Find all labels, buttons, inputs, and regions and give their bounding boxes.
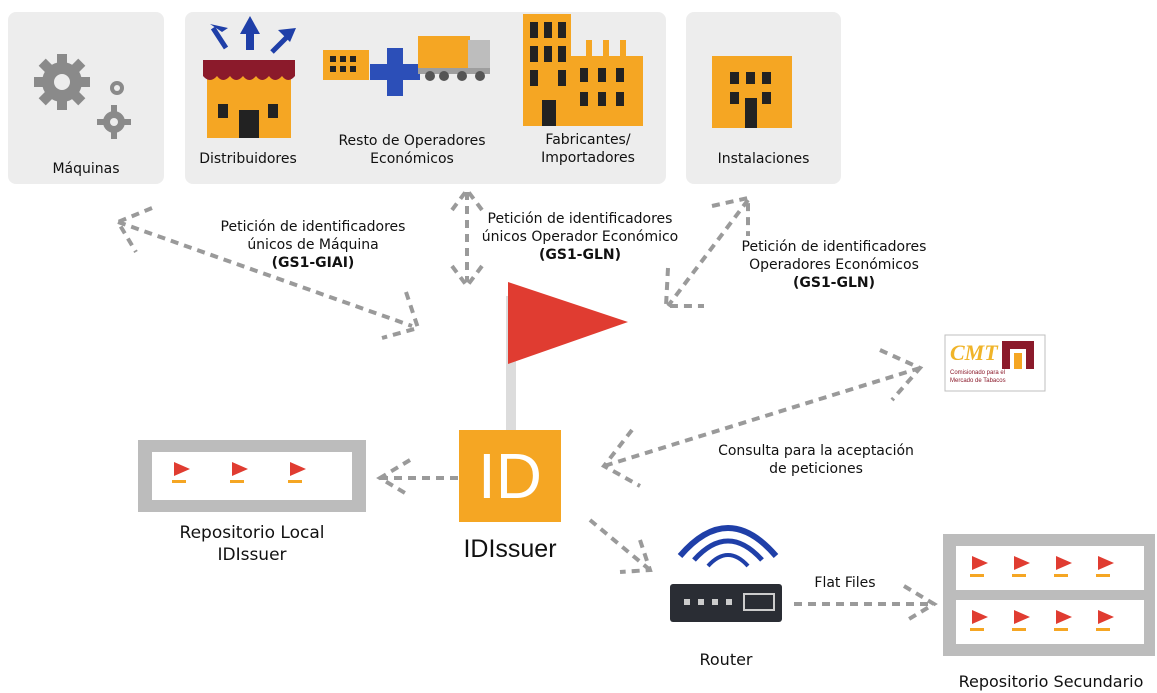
panel-maquinas (8, 12, 164, 184)
annotation-consulta-line2: de peticiones (769, 461, 863, 477)
label-fabricantes: Fabricantes/ Importadores (520, 131, 656, 167)
label-instalaciones: Instalaciones (717, 151, 810, 167)
annotation-consulta: Consulta para la aceptación de peticione… (706, 442, 926, 478)
building-icon (712, 56, 792, 128)
flag-icon (506, 282, 628, 432)
cmt-sub-line1: Comisionado para el (950, 370, 1006, 376)
cmt-logo (944, 334, 1046, 392)
label-repo-local-line2: IDIssuer (217, 545, 287, 565)
cmt-logo-subtitle: Comisionado para el Mercado de Tabacos (950, 369, 1044, 385)
repo-local-icon (138, 440, 366, 512)
label-distribuidores: Distribuidores (199, 151, 297, 167)
label-repo-local: Repositorio Local IDIssuer (150, 522, 354, 566)
arrow-maquinas (117, 220, 413, 328)
annotation-maquina: Petición de identificadores únicos de Má… (200, 218, 426, 272)
id-logo-text: ID (478, 440, 542, 512)
dashed-arrows (115, 186, 938, 624)
annotation-operador: Petición de identificadores únicos Opera… (470, 210, 690, 264)
annotation-maquina-line1: Petición de identificadores (220, 219, 406, 235)
label-idissuer: IDIssuer (463, 535, 557, 563)
label-fabricantes-line2: Importadores (541, 150, 635, 166)
annotation-maquina-code: (GS1-GIAI) (271, 255, 355, 271)
router-icon (670, 525, 782, 622)
label-repo-local-line1: Repositorio Local (179, 523, 325, 543)
annotation-maquina-line2: únicos de Máquina (247, 237, 379, 253)
label-router: Router (699, 650, 753, 669)
label-fabricantes-line1: Fabricantes/ (545, 132, 631, 148)
annotation-operador-line1: Petición de identificadores (487, 211, 673, 227)
annotation-flat-files: Flat Files (814, 575, 876, 591)
label-resto-line1: Resto de Operadores (338, 133, 486, 149)
label-repo-secundario: Repositorio Secundario (958, 672, 1144, 691)
annotation-operador-code: (GS1-GLN) (538, 247, 622, 263)
building-plus-truck-icon (323, 36, 490, 96)
store-icon (203, 16, 296, 138)
id-logo (459, 430, 561, 522)
gears-icon (34, 54, 131, 139)
annotation-operadores-code: (GS1-GLN) (792, 275, 876, 291)
factory-icon (523, 14, 643, 126)
annotation-operadores: Petición de identificadores Operadores E… (724, 238, 944, 292)
cmt-sub-line2: Mercado de Tabacos (950, 378, 1006, 384)
annotation-operadores-line2: Operadores Económicos (749, 257, 919, 273)
repo-secundario-icon (943, 534, 1155, 656)
annotation-operadores-line1: Petición de identificadores (741, 239, 927, 255)
annotation-operador-line2: únicos Operador Económico (481, 229, 679, 245)
annotation-consulta-line1: Consulta para la aceptación (718, 443, 914, 459)
cmt-logo-text: CMT (950, 340, 998, 365)
label-resto-line2: Económicos (370, 151, 454, 167)
label-maquinas: Máquinas (52, 161, 120, 177)
label-resto-operadores: Resto de Operadores Económicos (328, 132, 496, 168)
